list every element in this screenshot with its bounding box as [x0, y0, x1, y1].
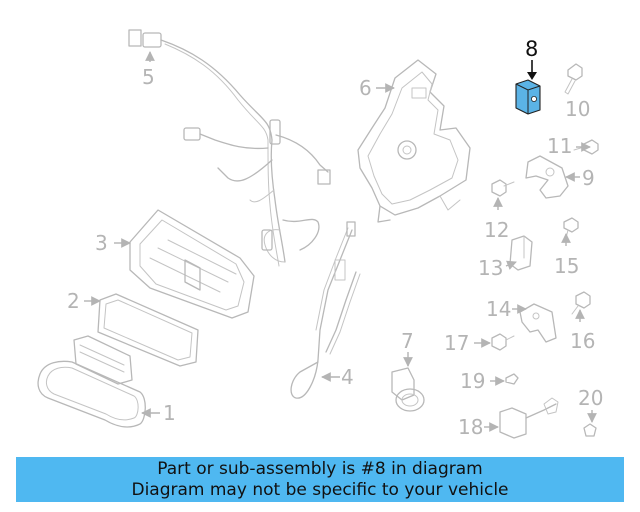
label-1: 1 — [163, 401, 176, 425]
part-5-wiring-harness[interactable]: 5 — [128, 29, 331, 267]
part-4-cable[interactable]: 4 — [290, 221, 361, 399]
label-2: 2 — [67, 289, 80, 313]
parts-diagram: 5 6 3 2 1 — [37, 29, 603, 439]
part-16-bolt[interactable]: 16 — [570, 291, 595, 353]
part-15-screw[interactable]: 15 — [554, 217, 579, 278]
label-16: 16 — [570, 329, 595, 353]
label-4: 4 — [341, 365, 354, 389]
part-17-bolt[interactable]: 17 — [444, 331, 515, 355]
label-12: 12 — [484, 218, 509, 242]
label-14: 14 — [486, 297, 511, 321]
label-7: 7 — [401, 329, 414, 353]
label-11: 11 — [547, 134, 572, 158]
part-7-bracket[interactable]: 7 — [391, 329, 425, 412]
label-5: 5 — [142, 65, 155, 89]
part-20-pin[interactable]: 20 — [578, 386, 603, 437]
label-20: 20 — [578, 386, 603, 410]
part-12-bolt[interactable]: 12 — [484, 179, 515, 242]
part-2-gasket[interactable]: 2 — [67, 289, 199, 367]
part-9-bracket[interactable]: 9 — [525, 155, 595, 199]
part-3-handle-housing[interactable]: 3 — [95, 209, 255, 319]
label-10: 10 — [565, 97, 590, 121]
label-3: 3 — [95, 231, 108, 255]
part-8-clip-highlighted[interactable]: 8 — [515, 37, 541, 115]
part-6-door-latch[interactable]: 6 — [357, 59, 471, 223]
info-banner: Part or sub-assembly is #8 in diagram Di… — [16, 457, 624, 502]
part-11-screw[interactable]: 11 — [547, 134, 599, 158]
label-15: 15 — [554, 254, 579, 278]
label-19: 19 — [460, 369, 485, 393]
label-13: 13 — [478, 256, 503, 280]
label-18: 18 — [458, 415, 483, 439]
banner-line-2: Diagram may not be specific to your vehi… — [131, 479, 509, 500]
part-10-bolt[interactable]: 10 — [564, 63, 590, 121]
part-14-bracket[interactable]: 14 — [486, 297, 557, 343]
label-8: 8 — [525, 37, 538, 61]
part-18-rod[interactable]: 18 — [458, 397, 559, 439]
label-17: 17 — [444, 331, 469, 355]
label-9: 9 — [582, 166, 595, 190]
part-1-outer-handle[interactable]: 1 — [37, 335, 176, 428]
part-19-screw[interactable]: 19 — [460, 369, 519, 393]
part-13-bracket[interactable]: 13 — [478, 235, 533, 280]
label-6: 6 — [359, 76, 372, 100]
banner-line-1: Part or sub-assembly is #8 in diagram — [157, 458, 483, 479]
